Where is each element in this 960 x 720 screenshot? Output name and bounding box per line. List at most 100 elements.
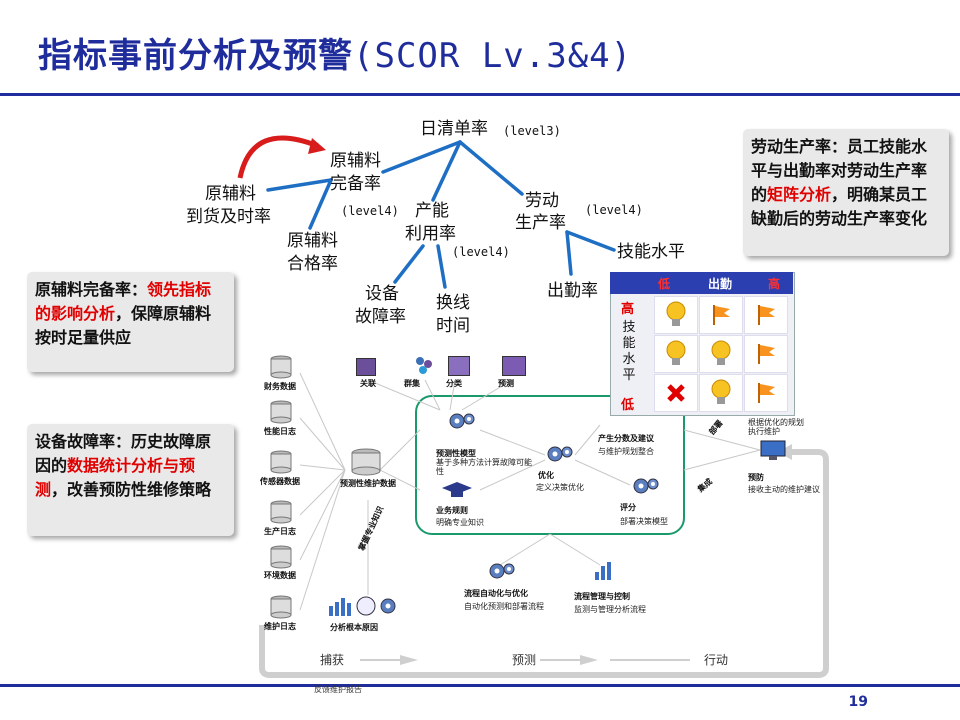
lightbulb-icon [711,340,731,365]
optimize-desc: 定义决策优化 [536,483,584,492]
phase-capture: 捕获 [320,653,345,667]
plan-desc: 根据优化的规划执行维护 [748,418,804,436]
tree-node-labor-l2: 生产率 [515,213,566,233]
process-mgmt-title: 流程管理与控制 [574,592,630,601]
process-auto-desc: 自动化预测和部署流程 [464,602,544,611]
tree-root-level: (level3) [503,124,561,138]
hub-label: 预测性维护数据 [340,479,396,488]
matrix-cell-cross [654,374,698,412]
gears-icon [632,475,660,501]
flag-icon [758,344,775,364]
data-source-label: 环境数据 [264,571,296,580]
root-cause-label: 分析根本原因 [330,623,378,632]
tree-node-material-completeness-level: (level4) [341,204,399,218]
association-icon [356,358,376,376]
lightbulb-icon [711,379,731,404]
optimize-title: 优化 [538,471,554,480]
footer-divider [0,684,960,687]
tree-node-equipment-failure-l2: 故障率 [355,307,406,327]
flag-icon [713,305,730,325]
generate-title: 产生分数及建议 [598,434,654,443]
model-desc: 基于多种方法计算故障可能性 [436,458,532,476]
tree-node-capacity-l2: 利用率 [405,224,456,244]
prevent-desc: 接收主动的维护建议 [748,485,820,494]
matrix-cell-flag [744,335,788,373]
tree-node-capacity-level: (level4) [452,245,510,259]
database-icon [270,355,292,383]
tree-node-skill: 技能水平 [617,242,685,262]
note-material-completeness: 原辅料完备率：领先指标的影响分析，保障原辅料按时足量供应 [27,272,234,372]
generate-desc: 与维护规划整合 [598,447,654,456]
matrix-cell-flag [744,296,788,334]
database-icon [270,500,292,528]
data-source-label: 传感器数据 [260,477,300,486]
tree-node-changeover-l2: 时间 [436,316,470,336]
score-desc: 部署决策模型 [620,517,668,526]
database-stack-icon [350,448,382,480]
gears-icon [448,410,476,436]
tree-node-material-quality-l1: 原辅料 [287,231,338,251]
database-icon [270,545,292,573]
cross-icon [667,384,685,402]
analytics-icon [328,594,408,622]
matrix-header-attendance: 出勤 [708,277,733,291]
gears-icon [546,443,574,469]
matrix-cell-flag [699,296,743,334]
rules-title: 业务规则 [436,506,468,515]
database-icon [270,595,292,623]
phase-act: 行动 [704,653,729,667]
matrix-side-label: 技能水平 [622,320,636,383]
matrix-cell-bulb [699,335,743,373]
page-title: 指标事前分析及预警(SCOR Lv.3&4) [38,36,633,76]
matrix-header [610,272,793,294]
matrix-cell-flag [744,374,788,412]
lightbulb-icon [666,340,686,365]
prevent-title: 预防 [748,473,764,482]
tree-node-material-completeness-l2: 完备率 [330,174,381,194]
matrix-cell-bulb [654,335,698,373]
matrix-side-high: 高 [621,302,635,317]
database-icon [270,450,292,478]
database-icon [270,400,292,428]
tree-node-attendance: 出勤率 [547,281,598,301]
process-mgmt-desc: 监测与管理分析流程 [574,605,646,614]
prediction-icon [502,356,526,376]
icon-label: 关联 [360,379,376,388]
flag-icon [758,383,775,403]
bar-chart-icon [594,560,616,584]
matrix-side-low: 低 [621,398,635,413]
page-number: 19 [848,694,868,710]
score-title: 评分 [620,503,636,512]
graduation-cap-icon [440,480,474,506]
rules-desc: 明确专业知识 [436,518,484,527]
data-source-label: 财务数据 [264,382,296,391]
tree-node-labor-level: (level4) [585,203,643,217]
footer-source: 反馈维护报告 [314,685,362,694]
gears-icon [488,560,516,586]
cluster-icon [415,356,433,374]
matrix-header-high: 高 [768,277,781,291]
phase-predict: 预测 [512,653,537,667]
tree-node-capacity-l1: 产能 [415,201,449,221]
lightbulb-icon [666,301,686,326]
tree-node-changeover-l1: 换线 [436,293,470,313]
matrix-cell-bulb [699,374,743,412]
icon-label: 预测 [498,379,514,388]
monitor-icon [760,440,786,466]
data-source-label: 维护日志 [264,622,296,631]
matrix-header-low: 低 [658,277,671,291]
classification-icon [448,356,470,376]
model-title: 预测性模型 [436,449,476,458]
tree-node-material-quality-l2: 合格率 [287,254,338,274]
icon-label: 群集 [404,379,420,388]
note-equipment-failure: 设备故障率：历史故障原因的数据统计分析与预测，改善预防性维修策略 [27,424,234,536]
data-source-label: 性能日志 [264,427,296,436]
data-source-label: 生产日志 [264,527,296,536]
tree-node-material-completeness-l1: 原辅料 [330,151,381,171]
flag-icon [758,305,775,325]
tree-node-material-arrival-l2: 到货及时率 [186,207,271,227]
title-divider [0,93,960,96]
tree-node-material-arrival-l1: 原辅料 [205,184,256,204]
